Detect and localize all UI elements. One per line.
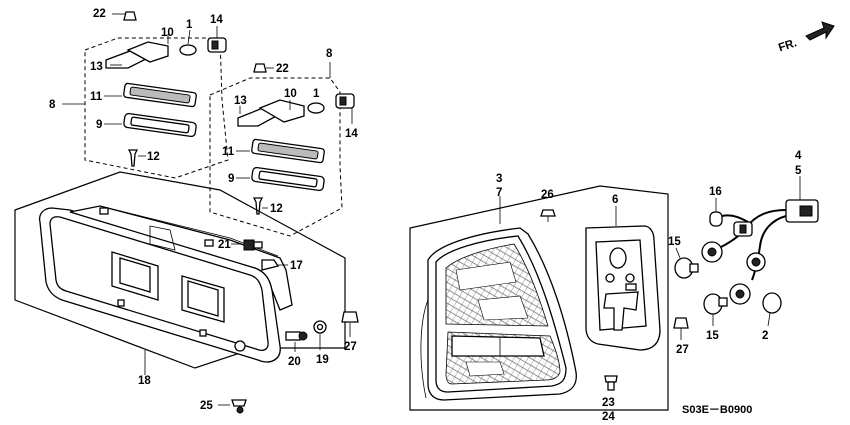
license-light-lower-parts	[236, 63, 355, 215]
callout-24: 24	[602, 411, 615, 423]
callout-22-upper: 22	[93, 8, 106, 20]
screw-23	[604, 375, 618, 383]
clip-26	[540, 209, 556, 222]
callout-22-lower: 22	[276, 63, 289, 75]
direction-label: FR.	[777, 37, 798, 54]
callout-13-upper: 13	[90, 61, 103, 73]
callout-21: 21	[218, 239, 231, 251]
clip-22-top	[123, 11, 137, 21]
license-light-lower-box	[209, 62, 343, 237]
cap-27-right	[673, 317, 689, 329]
callout-4: 4	[795, 150, 802, 162]
bulb-2	[762, 292, 782, 314]
callout-26: 26	[541, 189, 554, 201]
callout-5: 5	[795, 165, 802, 177]
callout-13-lower: 13	[234, 95, 247, 107]
callout-11-upper: 11	[90, 91, 103, 103]
taillight-box	[409, 185, 669, 411]
callout-15-lower: 15	[706, 330, 719, 342]
license-light-upper-box	[62, 37, 229, 179]
bolt-20	[285, 331, 301, 341]
callout-14-upper: 14	[210, 14, 223, 26]
callout-6: 6	[612, 194, 618, 206]
callout-27-left: 27	[344, 341, 357, 353]
callout-7: 7	[496, 187, 502, 199]
callout-23: 23	[602, 397, 615, 409]
callout-17: 17	[290, 260, 303, 272]
clip-17	[261, 259, 280, 271]
cap-27-left	[341, 311, 359, 323]
callout-3: 3	[496, 173, 502, 185]
callout-8-upper: 8	[49, 99, 56, 111]
taillight-assembly	[420, 227, 577, 401]
screw-25	[231, 399, 247, 407]
callout-9-upper: 9	[96, 119, 102, 131]
callout-1-upper: 1	[186, 19, 193, 31]
screw-12-lower	[252, 197, 264, 215]
diagram-code: S03E－B0900	[682, 404, 752, 416]
bulb-1-lower	[307, 102, 325, 114]
socket-harness	[674, 176, 819, 327]
rear-garnish-box	[14, 171, 346, 369]
callout-2: 2	[762, 330, 768, 342]
callout-20: 20	[288, 356, 301, 368]
callout-25: 25	[200, 400, 213, 412]
front-direction-arrow: FR.	[777, 21, 835, 54]
callout-14-lower: 14	[345, 128, 358, 140]
bulb-16	[709, 211, 723, 227]
nut-21	[243, 239, 255, 251]
screw-12-upper	[127, 149, 139, 167]
callout-16: 16	[709, 186, 722, 198]
garnish-fasteners	[218, 239, 359, 414]
callout-10-upper: 10	[161, 27, 174, 39]
rear-garnish-18	[38, 205, 293, 375]
callout-12-lower: 12	[270, 203, 283, 215]
callout-8-lower: 8	[326, 48, 333, 60]
callout-15-upper: 15	[668, 236, 681, 248]
taillight-fasteners	[604, 317, 689, 391]
callout-27-right: 27	[676, 344, 689, 356]
license-light-upper-parts	[104, 11, 227, 167]
callout-18: 18	[138, 375, 151, 387]
callout-12-upper: 12	[147, 151, 160, 163]
callout-1-lower: 1	[313, 88, 320, 100]
clip-22-lower	[253, 63, 267, 73]
callout-9-lower: 9	[228, 173, 234, 185]
gasket-6	[585, 206, 661, 351]
callout-19: 19	[316, 354, 329, 366]
callout-10-lower: 10	[284, 88, 297, 100]
callout-11-lower: 11	[222, 146, 235, 158]
bulb-1-upper	[179, 44, 197, 56]
